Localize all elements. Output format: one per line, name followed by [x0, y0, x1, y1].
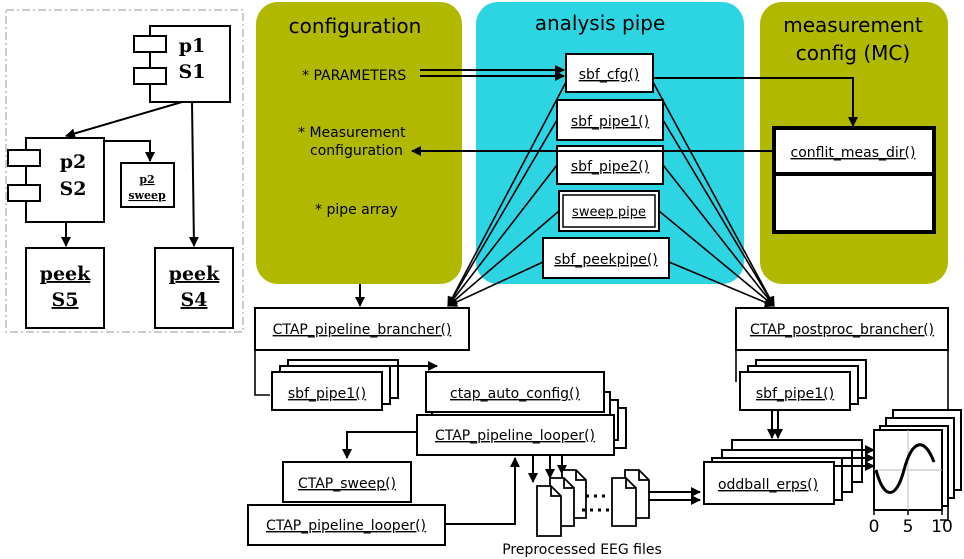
- p2-sweep-label-a: p2: [139, 173, 154, 186]
- arrow-looper-to-sweep: [342, 431, 417, 459]
- arrow-looper2-up: [445, 457, 520, 525]
- peek-s4-label-b: S4: [181, 289, 208, 311]
- node-peek-s5: peek S5: [25, 247, 105, 329]
- ctap-sweep-box: CTAP_sweep(): [282, 461, 412, 503]
- top-arrows: [355, 65, 858, 308]
- axis-tick-0: 0: [869, 517, 880, 537]
- pipe1-to-oddball-arrows: [767, 410, 783, 439]
- sweep-pipe-label: sweep pipe: [572, 205, 646, 220]
- sbf-pipe1-left-label: sbf_pipe1(): [288, 386, 366, 402]
- p2-sweep-label-b: sweep: [128, 189, 166, 202]
- legend-frame: [5, 9, 244, 333]
- config-item-pipe-array: * pipe array: [315, 202, 398, 218]
- auto-config-label: ctap_auto_config(): [450, 386, 580, 402]
- sbf-peekpipe-label: sbf_peekpipe(): [554, 252, 658, 268]
- sbf-pipe1-right-label: sbf_pipe1(): [756, 386, 834, 402]
- axis-tick-10: 10: [931, 517, 953, 537]
- node-p1-s1: p1 S1: [133, 25, 231, 103]
- oddball-label: oddball_erps(): [718, 477, 818, 493]
- node-p2-s2: p2 S2: [7, 137, 105, 223]
- s2-label: S2: [60, 178, 87, 200]
- mc-box: conflit_meas_dir(): [772, 126, 936, 234]
- analysis-pipe-title: analysis pipe: [535, 11, 666, 35]
- legend-arrows: [61, 101, 199, 247]
- sbf-cfg-box: sbf_cfg(): [565, 53, 654, 93]
- pipeline-looper-1-box: CTAP_pipeline_looper(): [416, 414, 615, 456]
- preprocessed-caption: Preprocessed EEG files: [502, 542, 662, 558]
- sine-curve: [874, 443, 936, 494]
- config-item-configuration: configuration: [310, 143, 403, 159]
- sweep-pipe-box: sweep pipe: [558, 190, 660, 232]
- config-item-parameters: * PARAMETERS: [302, 68, 406, 84]
- sbf-pipe2-box: sbf_pipe2(): [556, 145, 664, 185]
- document-icons: [536, 469, 650, 537]
- p2-label: p2: [60, 151, 87, 173]
- measurement-title-1: measurement: [783, 13, 923, 37]
- postproc-brancher-label: CTAP_postproc_brancher(): [750, 322, 934, 338]
- sbf-cfg-label: sbf_cfg(): [579, 67, 640, 83]
- pipeline-looper-1-label: CTAP_pipeline_looper(): [435, 428, 595, 444]
- peek-s5-label-b: S5: [52, 289, 79, 311]
- oddball-to-plot-arrows: [834, 445, 875, 471]
- pipeline-brancher-box: CTAP_pipeline_brancher(): [254, 307, 470, 351]
- oddball-stack: oddball_erps(): [703, 439, 863, 505]
- postproc-right-frame: [940, 350, 949, 521]
- node-peek-s4: peek S4: [154, 247, 234, 329]
- sbf-pipe1-right-stack: sbf_pipe1(): [739, 359, 867, 411]
- analysis-pipe-panel: [476, 2, 744, 284]
- peek-s5-label-a: peek: [40, 263, 91, 285]
- sbf-pipe1-box: sbf_pipe1(): [556, 99, 664, 141]
- ctap-sweep-label: CTAP_sweep(): [298, 476, 396, 492]
- sbf-peekpipe-box: sbf_peekpipe(): [542, 237, 670, 279]
- brancher-stack-frame: [254, 350, 270, 396]
- s1-label: S1: [179, 61, 206, 83]
- configuration-panel: [256, 2, 462, 284]
- pipeline-brancher-label: CTAP_pipeline_brancher(): [273, 322, 452, 338]
- mini-plot: 0 5 10: [869, 409, 962, 537]
- configuration-title: configuration: [289, 14, 422, 38]
- pipeline-looper-2-box: CTAP_pipeline_looper(): [247, 504, 446, 546]
- p1-label: p1: [179, 35, 206, 57]
- measurement-title-2: config (MC): [796, 41, 910, 65]
- mc-box-label: conflit_meas_dir(): [791, 145, 916, 161]
- axis-tick-5: 5: [903, 517, 914, 537]
- config-item-measurement: * Measurement: [298, 125, 406, 141]
- pipeline-looper-2-label: CTAP_pipeline_looper(): [266, 518, 426, 534]
- sbf-pipe2-label: sbf_pipe2(): [571, 159, 649, 175]
- peek-s4-label-a: peek: [169, 263, 220, 285]
- sbf-pipe1-label: sbf_pipe1(): [571, 114, 649, 130]
- node-p2-sweep: p2 sweep: [120, 162, 175, 208]
- sbf-pipe1-left-stack: sbf_pipe1(): [271, 359, 399, 411]
- postproc-brancher-box: CTAP_postproc_brancher(): [735, 307, 949, 351]
